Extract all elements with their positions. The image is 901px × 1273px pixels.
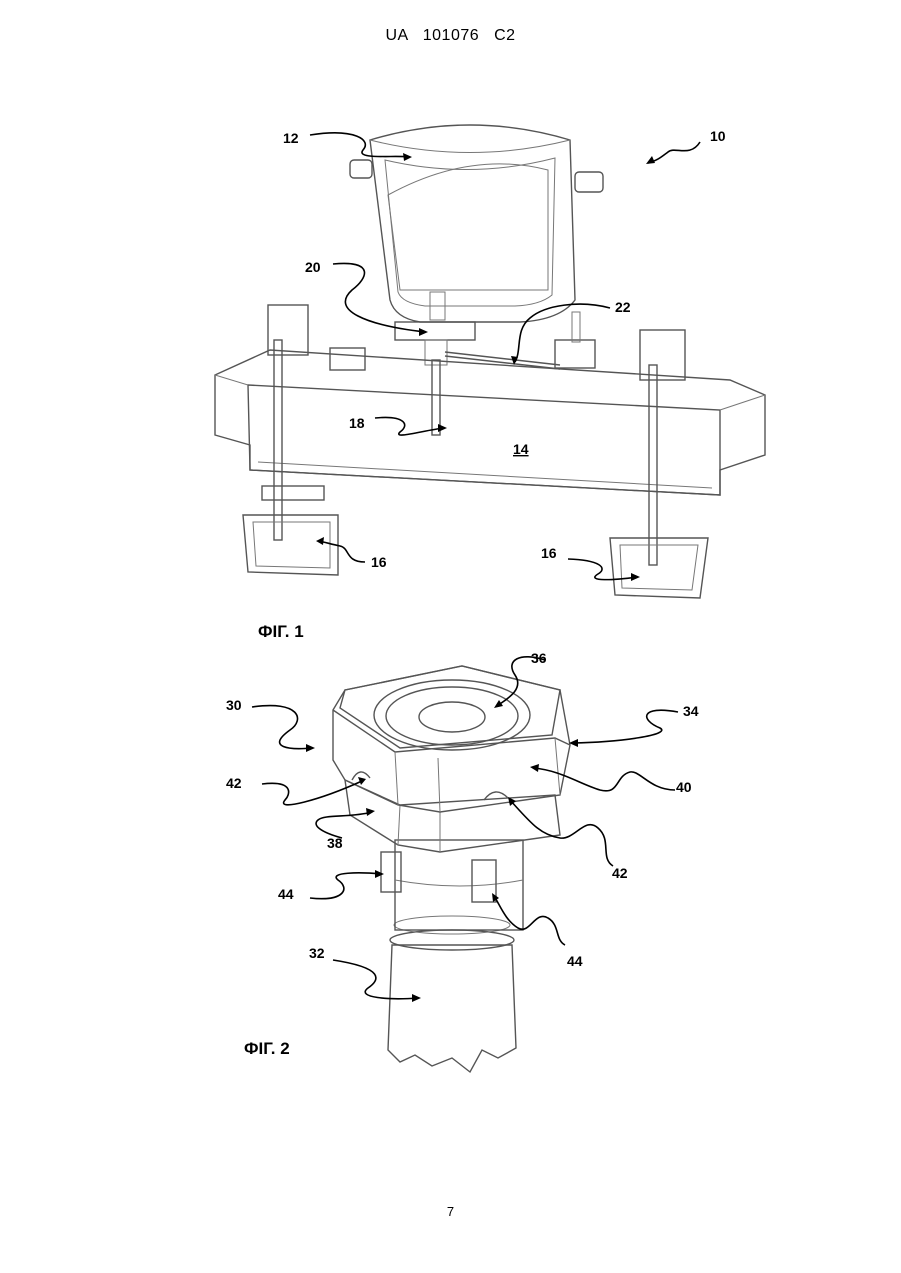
fig2-label-36: 36 xyxy=(531,650,547,666)
fig2-label-34: 34 xyxy=(683,703,699,719)
figure-2-drawing: 36 30 34 42 40 38 42 44 44 32 ФІГ. 2 xyxy=(226,650,699,1072)
top-ring-36 xyxy=(374,680,530,750)
fig2-label-38: 38 xyxy=(327,835,343,851)
fig1-label-22: 22 xyxy=(615,299,631,315)
fig2-label-32: 32 xyxy=(309,945,325,961)
figure-2-caption: ФІГ. 2 xyxy=(244,1039,290,1058)
fig1-label-16b: 16 xyxy=(541,545,557,561)
collar-38 xyxy=(345,780,560,852)
clip-44-left xyxy=(381,852,401,892)
fig2-label-42b: 42 xyxy=(612,865,628,881)
fig1-label-14: 14 xyxy=(513,441,529,457)
figure-1-caption: ФІГ. 1 xyxy=(258,622,304,641)
fig1-label-20: 20 xyxy=(305,259,321,275)
receptacles-16 xyxy=(243,515,708,598)
rods-18 xyxy=(262,305,685,565)
fig2-label-40: 40 xyxy=(676,779,692,795)
fig1-label-12: 12 xyxy=(283,130,299,146)
fig2-label-44a: 44 xyxy=(278,886,294,902)
page-number: 7 xyxy=(0,1204,901,1219)
fig1-label-16a: 16 xyxy=(371,554,387,570)
container-12 xyxy=(350,125,603,322)
tray-14 xyxy=(215,348,765,495)
fig2-label-44b: 44 xyxy=(567,953,583,969)
fig2-label-30: 30 xyxy=(226,697,242,713)
fig2-label-42a: 42 xyxy=(226,775,242,791)
fig1-label-18: 18 xyxy=(349,415,365,431)
figure-1-drawing: 12 10 20 22 18 14 16 16 ФІГ. 1 xyxy=(215,125,765,641)
fig1-label-10: 10 xyxy=(710,128,726,144)
spout-32 xyxy=(388,916,516,1072)
